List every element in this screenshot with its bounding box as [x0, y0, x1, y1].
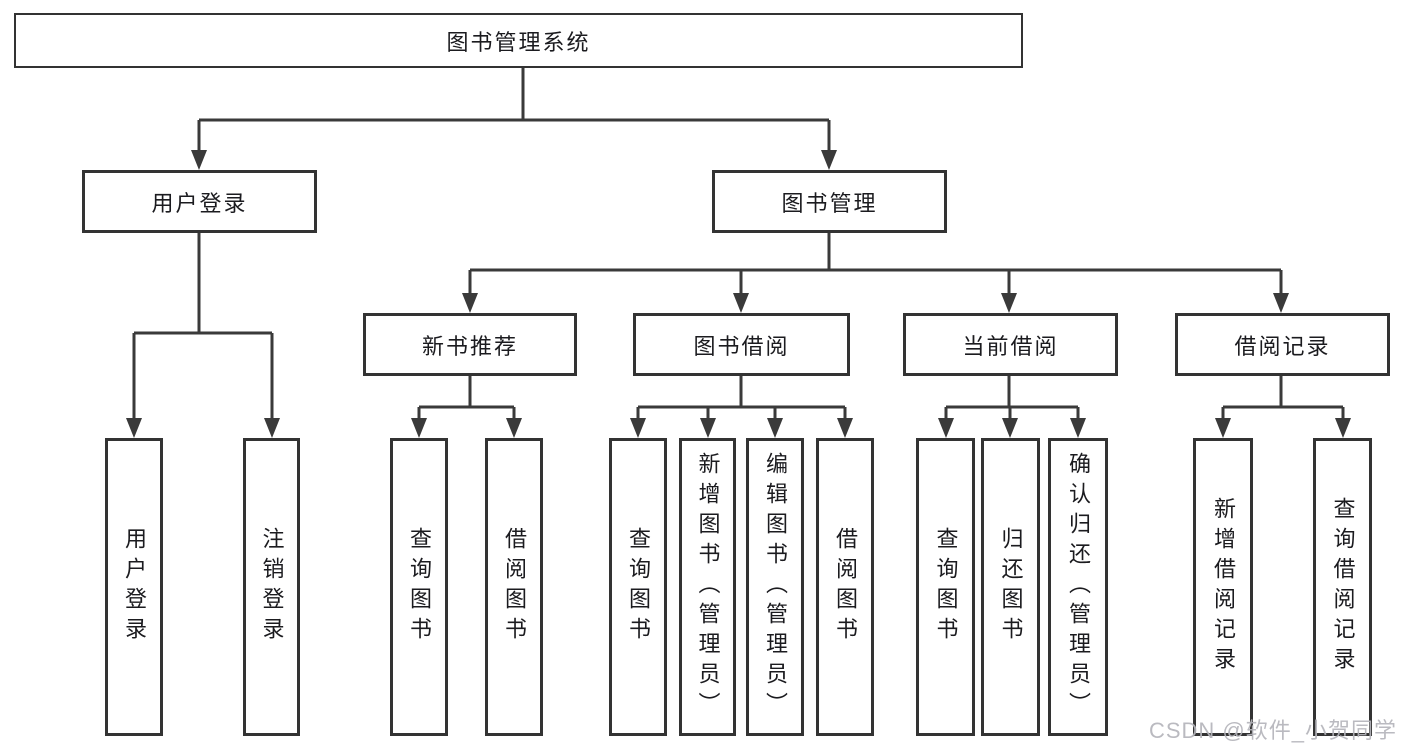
leaf-record-add-label: 新增借阅记录 [1211, 497, 1236, 677]
leaf-borrow-query-label: 查询图书 [626, 527, 651, 647]
leaf-record-add: 新增借阅记录 [1193, 438, 1253, 736]
leaf-user-login-label: 用户登录 [122, 527, 147, 647]
node-book-borrow-label: 图书借阅 [693, 333, 790, 359]
arrowhead [938, 418, 954, 438]
arrowhead [126, 418, 142, 438]
node-library-system: 图书管理系统 [14, 13, 1023, 68]
leaf-borrow-query: 查询图书 [609, 438, 667, 736]
leaf-current-query: 查询图书 [916, 438, 975, 736]
node-book-management-label: 图书管理 [781, 190, 878, 216]
arrowhead [1335, 418, 1351, 438]
leaf-current-confirm-admin: 确认归还（管理员） [1048, 438, 1108, 736]
leaf-record-query: 查询借阅记录 [1313, 438, 1372, 736]
leaf-borrow-add-admin: 新增图书（管理员） [679, 438, 736, 736]
node-new-book-recommend-label: 新书推荐 [421, 333, 518, 359]
leaf-current-return: 归还图书 [981, 438, 1040, 736]
leaf-borrow-borrow: 借阅图书 [816, 438, 874, 736]
node-borrow-record: 借阅记录 [1175, 313, 1390, 376]
arrowhead [264, 418, 280, 438]
leaf-borrow-edit-admin: 编辑图书（管理员） [746, 438, 804, 736]
arrowhead [733, 293, 749, 313]
node-current-borrow: 当前借阅 [903, 313, 1118, 376]
arrowhead [411, 418, 427, 438]
arrowhead [1001, 293, 1017, 313]
arrowhead [1002, 418, 1018, 438]
node-library-system-label: 图书管理系统 [446, 29, 591, 55]
arrowhead [1215, 418, 1231, 438]
node-user-login: 用户登录 [82, 170, 317, 233]
node-book-borrow: 图书借阅 [633, 313, 850, 376]
arrowhead [462, 293, 478, 313]
leaf-borrow-edit-admin-label: 编辑图书（管理员） [763, 452, 788, 722]
arrowhead [191, 150, 207, 170]
arrowhead [821, 150, 837, 170]
arrowhead [767, 418, 783, 438]
watermark: CSDN @软件_小贺同学 [1148, 718, 1397, 743]
leaf-borrow-borrow-label: 借阅图书 [833, 527, 858, 647]
arrowhead [1273, 293, 1289, 313]
leaf-logout-label: 注销登录 [259, 527, 285, 647]
leaf-current-confirm-admin-label: 确认归还（管理员） [1066, 452, 1091, 722]
leaf-newbook-borrow-label: 借阅图书 [502, 527, 527, 647]
leaf-record-query-label: 查询借阅记录 [1330, 497, 1356, 677]
arrowhead [1070, 418, 1086, 438]
arrowhead [700, 418, 716, 438]
arrowhead [837, 418, 853, 438]
leaf-current-return-label: 归还图书 [998, 527, 1024, 647]
node-current-borrow-label: 当前借阅 [962, 333, 1059, 359]
leaf-user-login: 用户登录 [105, 438, 163, 736]
node-borrow-record-label: 借阅记录 [1234, 333, 1331, 359]
leaf-newbook-borrow: 借阅图书 [485, 438, 543, 736]
leaf-logout: 注销登录 [243, 438, 300, 736]
leaf-current-query-label: 查询图书 [933, 527, 959, 647]
arrowhead [630, 418, 646, 438]
leaf-newbook-query: 查询图书 [390, 438, 448, 736]
node-book-management: 图书管理 [712, 170, 947, 233]
arrowhead [506, 418, 522, 438]
leaf-newbook-query-label: 查询图书 [407, 527, 432, 647]
node-new-book-recommend: 新书推荐 [363, 313, 577, 376]
node-user-login-label: 用户登录 [151, 190, 248, 216]
leaf-borrow-add-admin-label: 新增图书（管理员） [695, 452, 721, 722]
